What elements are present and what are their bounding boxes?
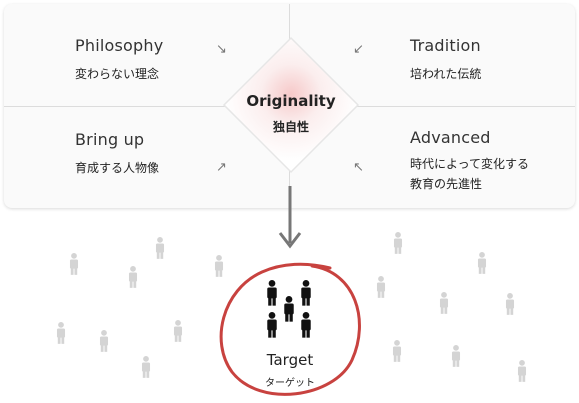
person-icon — [301, 280, 311, 306]
bring-up-block: Bring up 育成する人物像 — [75, 130, 159, 178]
bring-up-subtitle: 育成する人物像 — [75, 161, 160, 175]
target-circle — [219, 262, 361, 396]
person-icon — [376, 276, 386, 298]
crowd-group — [56, 232, 527, 382]
advanced-subtitle-line2: 教育の先進性 — [410, 177, 483, 191]
philosophy-arrow-icon: ↘ — [216, 42, 227, 57]
bring-up-arrow-icon: ↗ — [216, 160, 227, 175]
person-icon — [173, 320, 183, 342]
tradition-subtitle: 培われた伝統 — [410, 67, 482, 81]
person-icon — [141, 356, 151, 378]
person-icon — [267, 312, 277, 338]
bring-up-title: Bring up — [75, 130, 145, 149]
person-icon — [214, 255, 224, 277]
originality-subtitle: 独自性 — [272, 120, 309, 134]
philosophy-title: Philosophy — [75, 36, 164, 55]
person-icon — [155, 237, 165, 259]
tradition-block: Tradition 培われた伝統 — [410, 36, 481, 84]
philosophy-subtitle: 変わらない理念 — [75, 67, 160, 81]
advanced-arrow-icon: ↖ — [353, 160, 364, 175]
person-icon — [267, 280, 277, 306]
tradition-title: Tradition — [410, 36, 481, 55]
person-icon — [505, 293, 515, 315]
target-title: Target — [266, 351, 314, 369]
originality-title: Originality — [246, 92, 336, 110]
person-icon — [517, 360, 527, 382]
person-icon — [451, 345, 461, 367]
philosophy-block: Philosophy 変わらない理念 — [75, 36, 163, 84]
person-icon — [393, 232, 403, 254]
person-icon — [301, 312, 311, 338]
advanced-block: Advanced 時代によって変化する 教育の先進性 — [410, 128, 529, 194]
person-icon — [69, 253, 79, 275]
tradition-arrow-icon: ↙ — [353, 42, 364, 57]
advanced-subtitle-line1: 時代によって変化する — [410, 157, 530, 171]
person-icon — [128, 266, 138, 288]
originality-diamond — [222, 36, 360, 174]
advanced-title: Advanced — [410, 128, 491, 147]
target-people-group — [267, 280, 311, 338]
person-icon — [99, 330, 109, 352]
person-icon — [56, 322, 66, 344]
target-subtitle: ターゲット — [265, 378, 315, 389]
person-icon — [392, 340, 402, 362]
person-icon — [439, 292, 449, 314]
person-icon — [284, 296, 294, 322]
down-arrow-icon — [278, 186, 302, 249]
person-icon — [477, 252, 487, 274]
